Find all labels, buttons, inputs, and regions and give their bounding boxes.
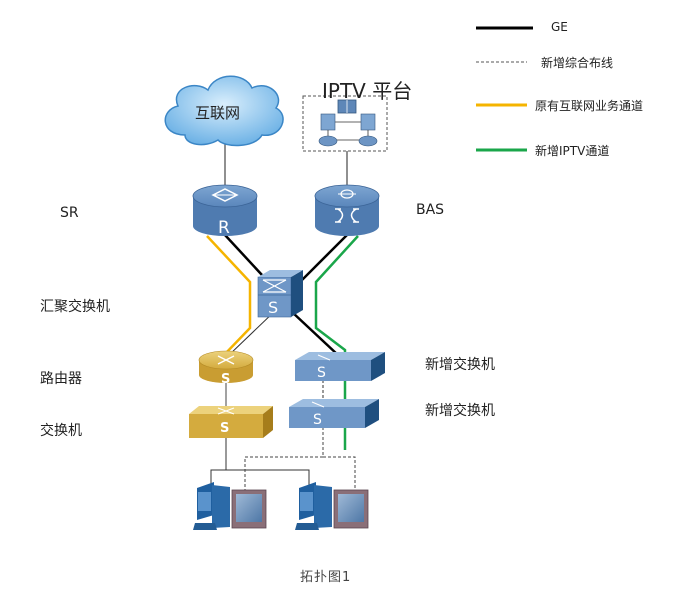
pc-1 — [193, 482, 267, 530]
ge-link-core-newswitch — [291, 311, 339, 356]
gold-router: S — [198, 350, 254, 387]
core-switch-label: 汇聚交换机 — [40, 299, 110, 315]
bas-label: BAS — [416, 202, 445, 218]
bas-cross-arrows-icon — [335, 208, 359, 223]
legend-label-ge: GE — [551, 20, 568, 34]
mini-router-icon — [318, 135, 338, 147]
internet-channel-path — [206, 235, 252, 356]
pc-2 — [295, 482, 369, 530]
router-label: 路由器 — [40, 371, 82, 387]
new-switch-1-glyph: S — [317, 365, 326, 381]
new-switch-2-label: 新增交换机 — [425, 403, 495, 419]
monitor-icon — [231, 489, 267, 529]
cabling-to-monitor-2 — [323, 456, 356, 492]
gold-switch: S — [189, 406, 273, 438]
iptv-platform — [302, 95, 388, 152]
switch-label: 交换机 — [40, 423, 82, 439]
legend — [476, 26, 533, 152]
internet-label: 互联网 — [195, 104, 240, 122]
sr-router: R — [192, 184, 258, 238]
router-glyph: S — [221, 372, 230, 387]
bas-device — [314, 184, 380, 236]
legend-label-iptv-channel: 新增IPTV通道 — [535, 144, 610, 158]
switch-x-icon — [262, 279, 287, 293]
ge-link-sr-core — [224, 234, 263, 276]
computer-icon — [193, 482, 230, 530]
internet-cloud: 互联网 — [164, 75, 284, 147]
mini-router-icon — [358, 135, 378, 147]
mini-switch-icon — [360, 113, 376, 131]
router-x-icon — [217, 355, 235, 365]
mini-switch-icon — [320, 113, 336, 131]
ge-link-bas-core — [301, 234, 348, 281]
new-switch-2: S — [289, 399, 379, 428]
cabling-newswitch2-monitors — [244, 427, 324, 492]
new-switch-1: S — [295, 352, 385, 381]
new-switch-1-label: 新增交换机 — [425, 357, 495, 373]
iptv-channel-path — [314, 235, 359, 450]
computer-icon — [295, 482, 332, 530]
sr-label: SR — [60, 205, 79, 221]
core-switch: S — [257, 270, 303, 318]
new-switch-2-glyph: S — [313, 412, 322, 428]
core-switch-glyph: S — [268, 298, 278, 317]
link-core-router — [227, 309, 277, 357]
legend-label-new-cabling: 新增综合布线 — [541, 56, 614, 70]
legend-label-internet-channel: 原有互联网业务通道 — [535, 99, 644, 113]
iptv-platform-label: IPTV 平台 — [322, 79, 413, 103]
figure-caption: 拓扑图1 — [300, 570, 352, 585]
monitor-icon — [333, 489, 369, 529]
sr-glyph: R — [218, 218, 230, 238]
link-switch-pcs — [210, 437, 227, 495]
switch-x-icon — [217, 407, 235, 415]
switch-glyph: S — [220, 421, 229, 436]
